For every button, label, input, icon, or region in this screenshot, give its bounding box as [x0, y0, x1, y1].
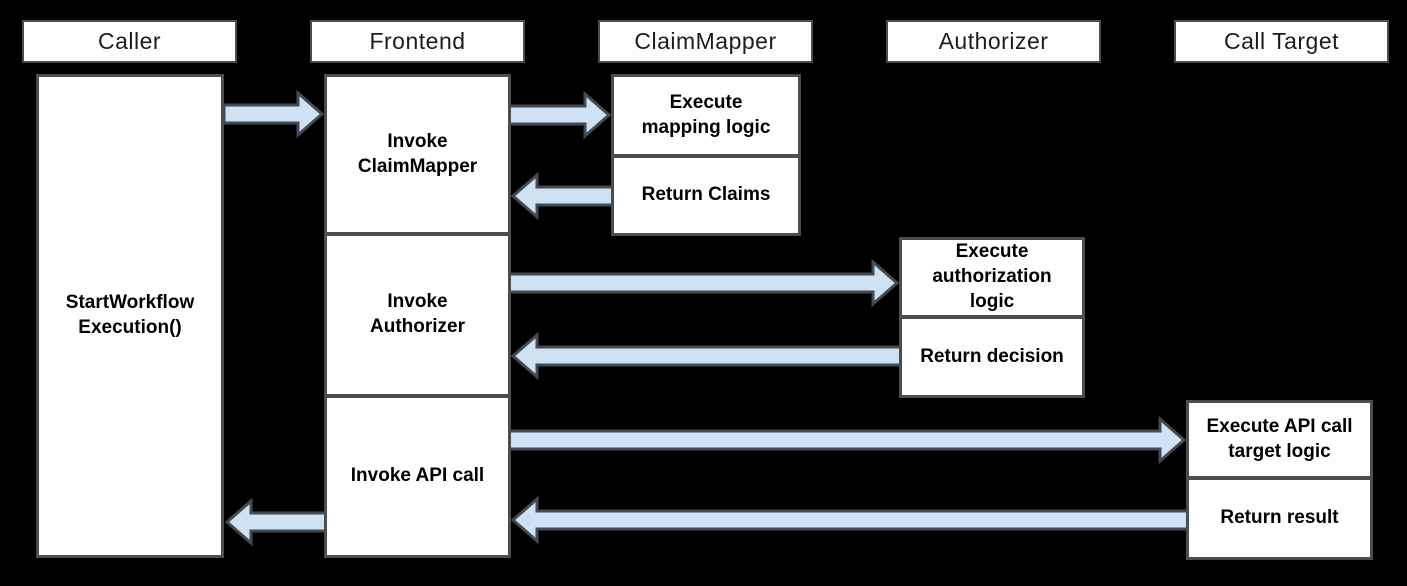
lifeline-header-claimmapper: ClaimMapper [598, 20, 813, 63]
lifeline-label: Authorizer [938, 28, 1049, 54]
arrow-frontend-to-claimmapper [507, 90, 612, 140]
lifeline-header-caller: Caller [22, 20, 237, 63]
activation-label: Execute authorization logic [932, 241, 1052, 312]
activation-execute-mapping-logic: Execute mapping logic [611, 74, 801, 157]
lifeline-label: Call Target [1223, 28, 1340, 54]
arrow-frontend-to-authorizer [507, 258, 900, 308]
activation-label: Return decision [920, 345, 1064, 367]
lifeline-header-frontend: Frontend [310, 20, 525, 63]
activation-return-claims: Return Claims [611, 155, 801, 236]
lifeline-header-authorizer: Authorizer [886, 20, 1101, 63]
arrow-frontend-to-calltarget [507, 415, 1187, 465]
lifeline-label: Frontend [369, 28, 466, 54]
activation-label: Execute API call target logic [1206, 415, 1353, 462]
arrow-caller-to-frontend [222, 89, 325, 139]
arrow-claimmapper-to-frontend [510, 171, 615, 221]
activation-label: Invoke API call [350, 465, 485, 487]
arrow-calltarget-to-frontend [510, 495, 1190, 545]
activation-label: Return Claims [641, 184, 771, 206]
activation-label: Execute mapping logic [641, 91, 771, 138]
lifeline-label: ClaimMapper [634, 28, 777, 54]
activation-label: Return result [1220, 507, 1339, 529]
activation-return-result: Return result [1186, 477, 1373, 560]
activation-invoke-claimmapper: Invoke ClaimMapper [324, 74, 511, 235]
arrow-authorizer-to-frontend [510, 331, 903, 381]
activation-label: StartWorkflow Execution() [65, 292, 195, 338]
lifeline-label: Caller [97, 28, 162, 54]
lifeline-header-call-target: Call Target [1174, 20, 1389, 63]
activation-label: Invoke Authorizer [370, 291, 465, 337]
activation-start-workflow-execution: StartWorkflow Execution() [36, 74, 224, 558]
activation-invoke-api-call: Invoke API call [324, 395, 511, 558]
activation-label: Invoke ClaimMapper [357, 130, 478, 177]
activation-return-decision: Return decision [899, 316, 1085, 398]
activation-execute-api-call-target-logic: Execute API call target logic [1186, 400, 1373, 479]
arrow-frontend-to-caller [224, 497, 328, 547]
activation-invoke-authorizer: Invoke Authorizer [324, 233, 511, 397]
activation-execute-authorization-logic: Execute authorization logic [899, 237, 1085, 318]
